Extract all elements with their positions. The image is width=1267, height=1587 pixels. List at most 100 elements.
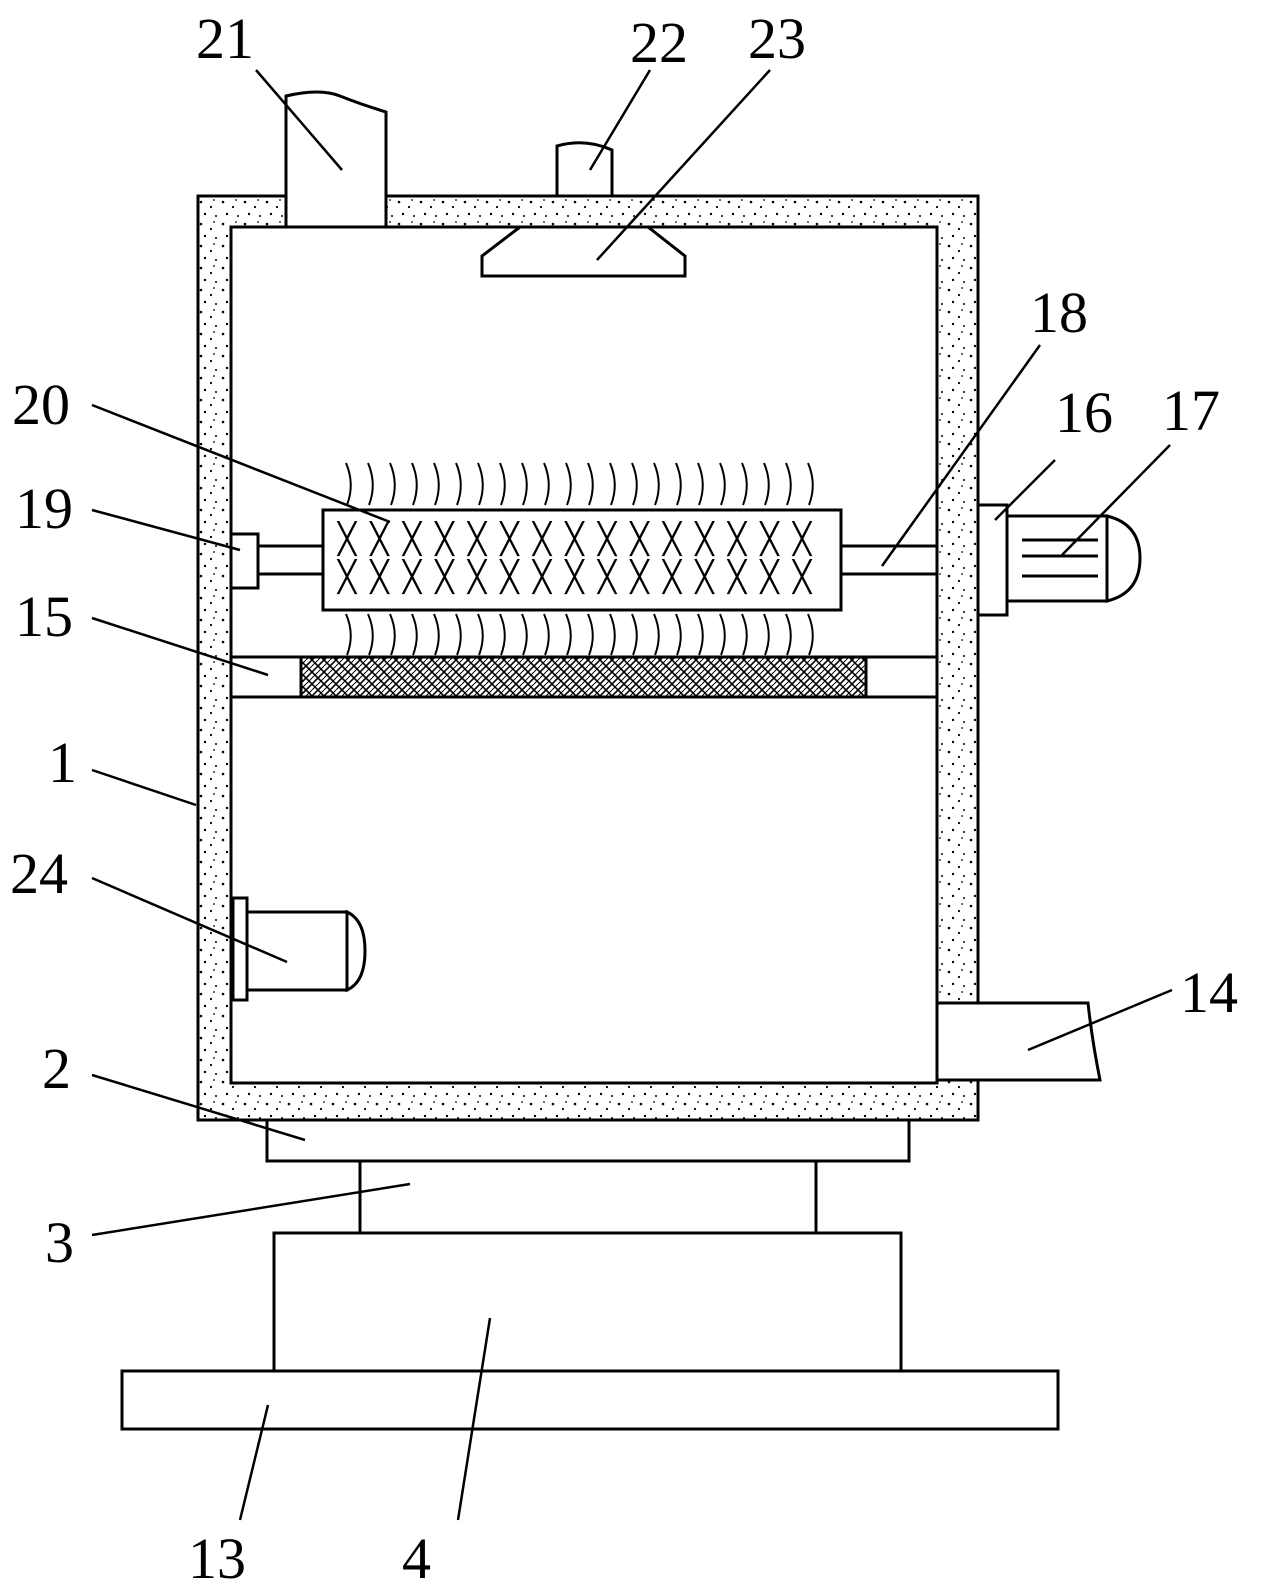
roller-marks: ╳╳╳╳╳╳╳╳╳╳╳╳╳╳╳╳╳╳╳╳╳╳╳╳╳╳╳╳╳╳ (336, 521, 813, 595)
bristle (807, 462, 814, 506)
roller-x-mark: ╳ (499, 521, 521, 557)
bristle (719, 462, 726, 506)
roller-x-mark: ╳ (661, 559, 683, 595)
roller-x-mark: ╳ (531, 559, 553, 595)
bristle (543, 613, 550, 656)
label-15: 15 (15, 584, 73, 649)
bristle (455, 613, 462, 656)
bristle (345, 462, 352, 506)
roller-x-mark: ╳ (466, 559, 488, 595)
roller-x-mark: ╳ (531, 521, 553, 557)
roller-x-mark: ╳ (629, 521, 651, 557)
roller-x-mark: ╳ (499, 559, 521, 595)
roller-x-mark: ╳ (726, 521, 748, 557)
bristle (785, 462, 792, 506)
label-22: 22 (630, 10, 688, 75)
bristle (477, 613, 484, 656)
roller-x-mark: ╳ (694, 521, 716, 557)
bristle (807, 613, 814, 656)
bearing-seat (229, 532, 260, 590)
bristle (499, 613, 506, 656)
bristle (389, 462, 396, 506)
bristle (367, 462, 374, 506)
label-14: 14 (1180, 960, 1238, 1025)
base-foot (120, 1369, 1060, 1431)
filter-screen (231, 655, 937, 699)
bristle (565, 613, 572, 656)
bristle (411, 462, 418, 506)
bristle (587, 613, 594, 656)
roller-x-mark: ╳ (694, 559, 716, 595)
roller-x-mark: ╳ (466, 521, 488, 557)
bristle (521, 462, 528, 506)
bristle (543, 462, 550, 506)
roller-x-mark: ╳ (759, 521, 781, 557)
roller-x-mark: ╳ (336, 559, 358, 595)
bristle (741, 613, 748, 656)
bristle (763, 462, 770, 506)
label-13: 13 (188, 1526, 246, 1587)
roller-x-mark: ╳ (401, 559, 423, 595)
bristle (631, 462, 638, 506)
bristle (433, 462, 440, 506)
bristle (675, 613, 682, 656)
bristle (697, 613, 704, 656)
roller-x-mark: ╳ (369, 559, 391, 595)
roller-x-mark: ╳ (564, 559, 586, 595)
bristle (719, 613, 726, 656)
roller-x-mark: ╳ (564, 521, 586, 557)
outlet-pipe (935, 1001, 1102, 1082)
label-16: 16 (1055, 380, 1113, 445)
bristle (433, 613, 440, 656)
bristle (477, 462, 484, 506)
bristle (499, 462, 506, 506)
bristle (367, 613, 374, 656)
callout-labels: 21 22 23 18 16 17 20 19 15 1 24 2 3 4 13… (10, 6, 1238, 1587)
bristle (521, 613, 528, 656)
bristle (763, 613, 770, 656)
bristle (785, 613, 792, 656)
bristle (609, 462, 616, 506)
leader-lines (91, 69, 1173, 1521)
bristle (587, 462, 594, 506)
roller-x-mark: ╳ (661, 521, 683, 557)
base-box (272, 1231, 903, 1373)
spray-nozzle (480, 225, 687, 278)
label-1: 1 (48, 730, 77, 795)
label-2: 2 (42, 1036, 71, 1101)
pipe-stub (555, 141, 614, 198)
roller-x-mark: ╳ (434, 559, 456, 595)
roller-x-mark: ╳ (629, 559, 651, 595)
bristle (741, 462, 748, 506)
roller-x-mark: ╳ (369, 521, 391, 557)
bristle (565, 462, 572, 506)
label-4: 4 (402, 1526, 431, 1587)
label-19: 19 (15, 476, 73, 541)
brush-bristles (345, 462, 814, 656)
roller-x-mark: ╳ (791, 521, 813, 557)
shaft (258, 544, 937, 576)
feed-inlet (284, 90, 388, 229)
roller-x-mark: ╳ (401, 521, 423, 557)
bristle (653, 462, 660, 506)
label-18: 18 (1030, 280, 1088, 345)
bristle (455, 462, 462, 506)
bristle (653, 613, 660, 656)
bristle (675, 462, 682, 506)
label-23: 23 (748, 6, 806, 71)
brush-roller (321, 508, 843, 612)
label-24: 24 (10, 841, 68, 906)
bristle (389, 613, 396, 656)
label-17: 17 (1162, 378, 1220, 443)
roller-x-mark: ╳ (336, 521, 358, 557)
support-plate (265, 1118, 911, 1163)
roller-x-mark: ╳ (596, 559, 618, 595)
bristle (697, 462, 704, 506)
roller-x-mark: ╳ (791, 559, 813, 595)
roller-x-mark: ╳ (434, 521, 456, 557)
roller-x-mark: ╳ (759, 559, 781, 595)
roller-x-mark: ╳ (596, 521, 618, 557)
motor (1005, 514, 1142, 603)
side-motor (231, 896, 367, 1002)
